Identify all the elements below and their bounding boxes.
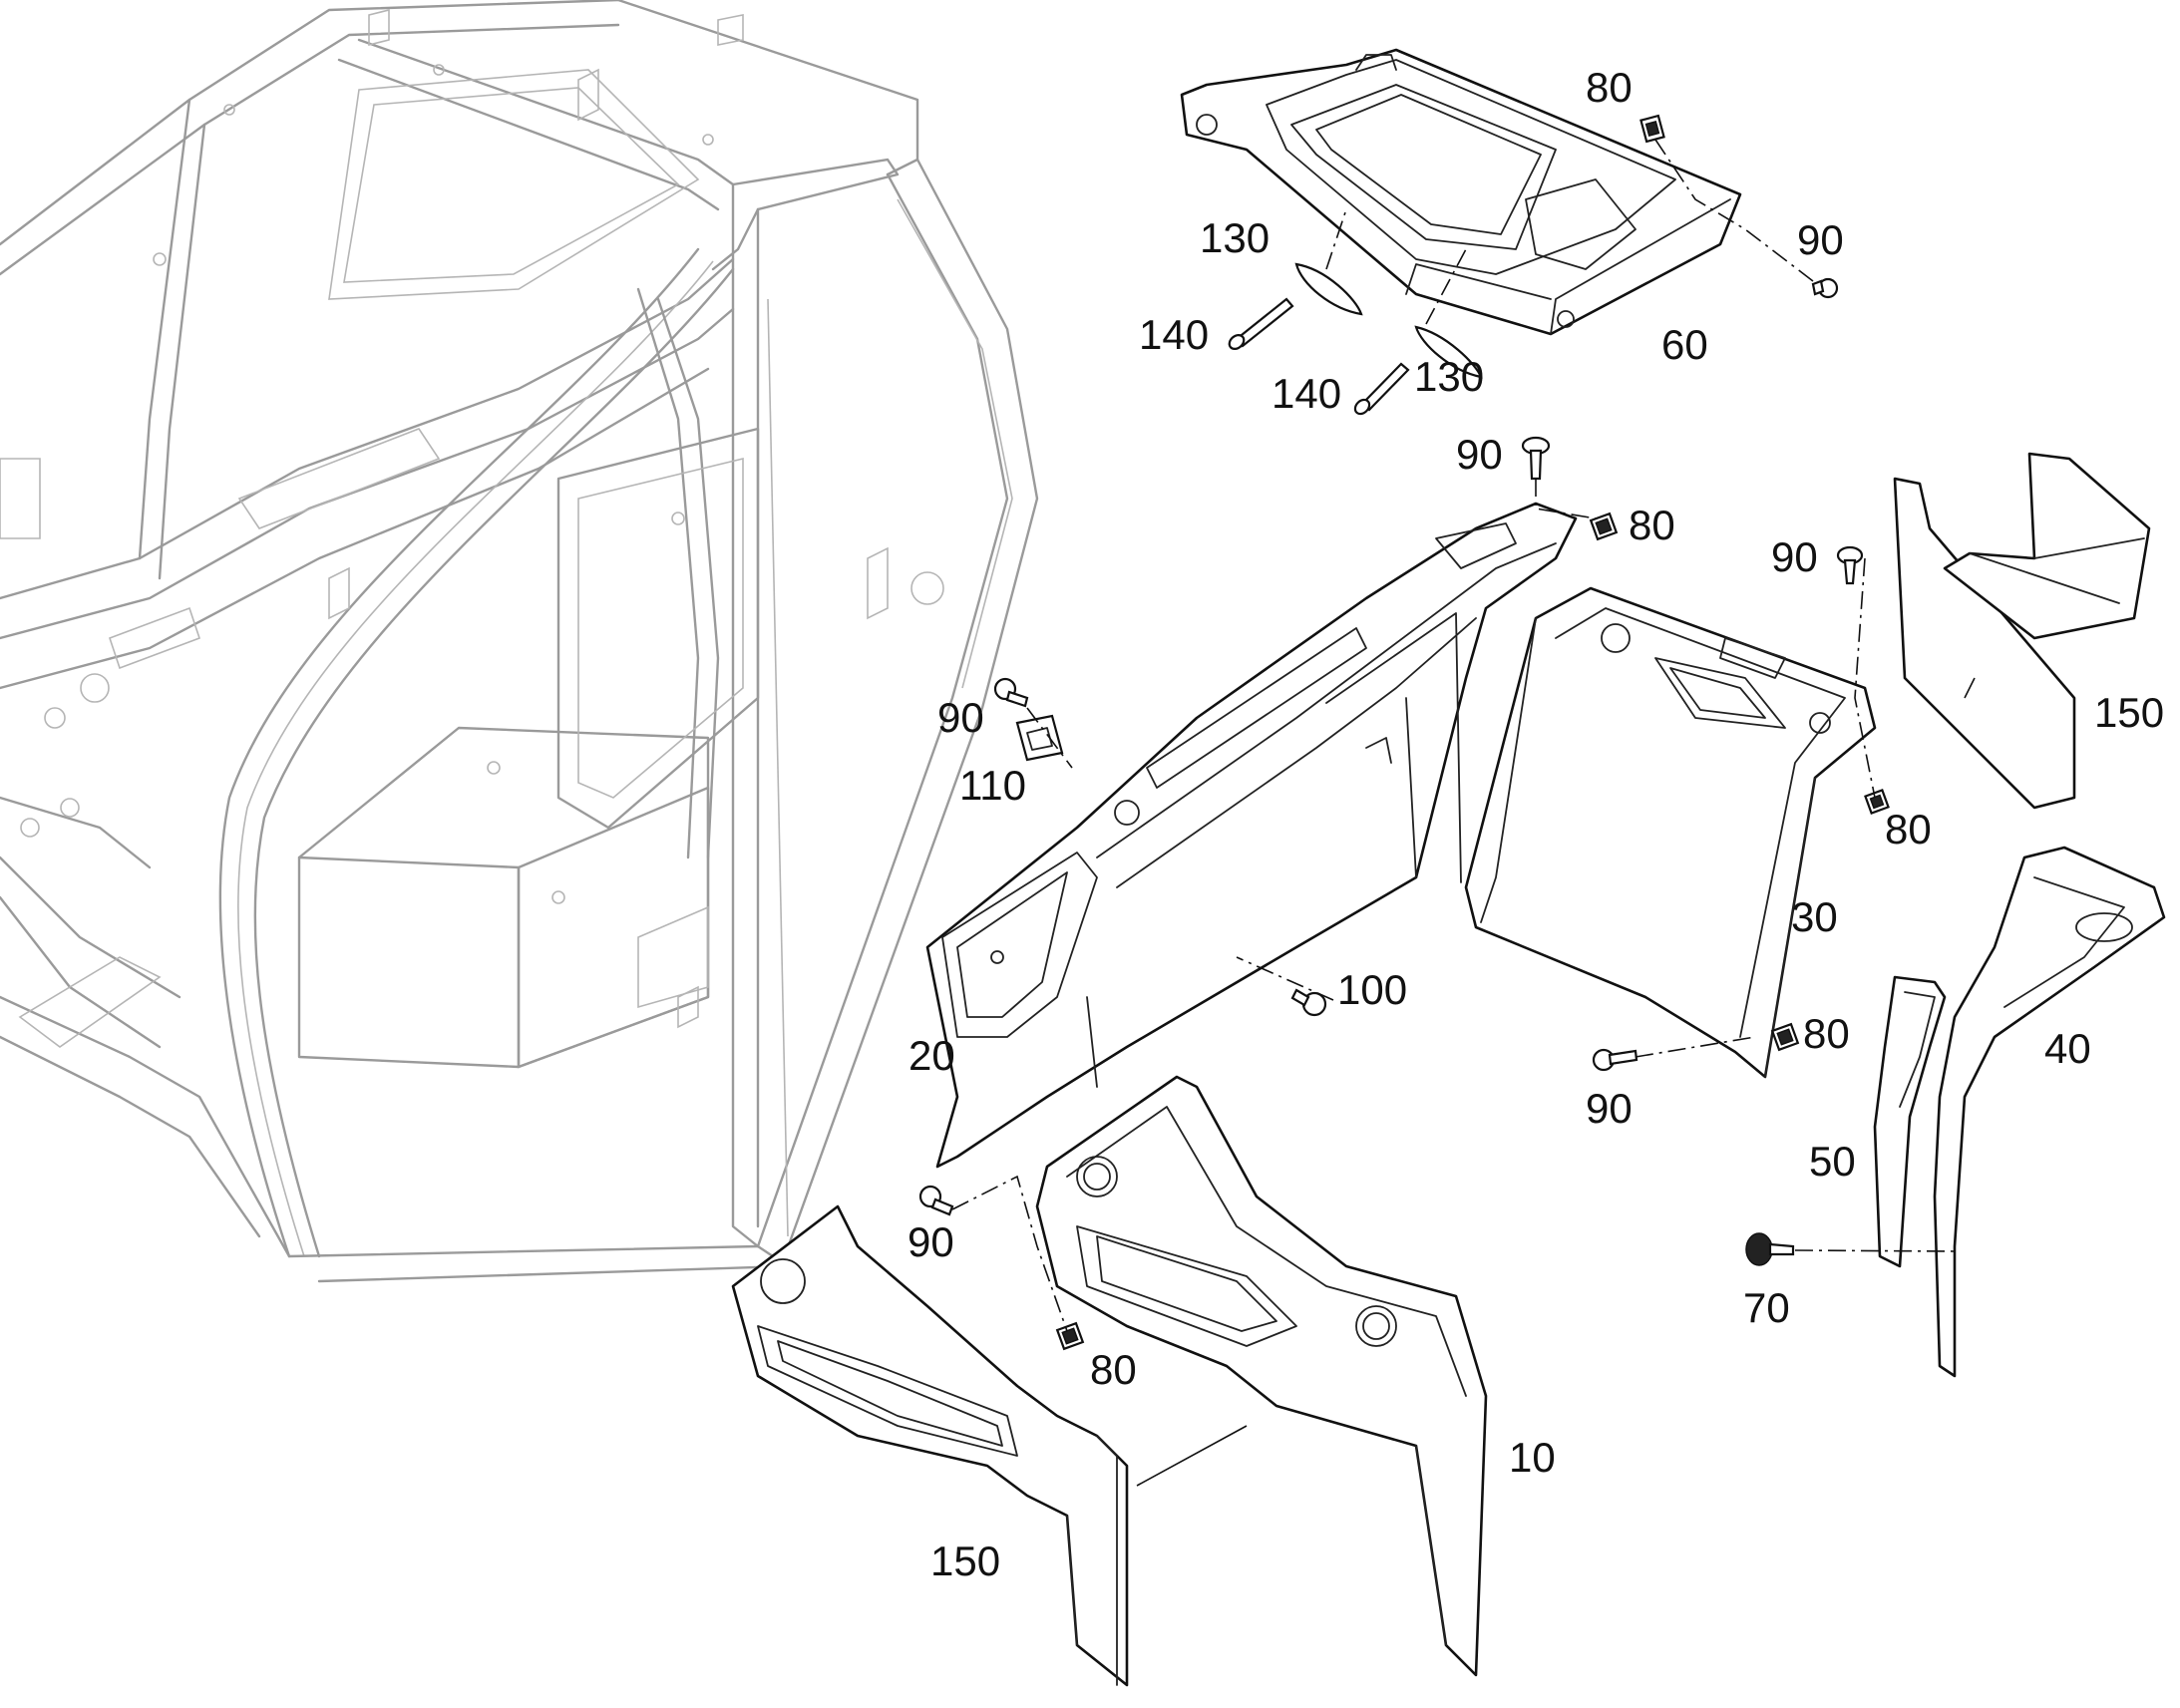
part-50-right-lower-trim [1873, 975, 1947, 1268]
cab-frame [0, 0, 1039, 1288]
callout-130: 130 [1414, 353, 1484, 400]
callout-80: 80 [1885, 806, 1932, 853]
callout-labels: 80 130 90 140 140 130 60 90 80 90 150 90… [908, 64, 2164, 1584]
screw-90-bottom [918, 1185, 954, 1216]
callout-40: 40 [2044, 1025, 2091, 1072]
leader-lines [951, 139, 1976, 1487]
clip-nut-80-low [1770, 1022, 1800, 1052]
part-40-right-side-trim [1933, 846, 2166, 1378]
clip-nut-80-top [1639, 114, 1665, 144]
bolt-140-b [1353, 362, 1410, 416]
callout-150: 150 [930, 1537, 1000, 1584]
bolt-140-a [1228, 297, 1294, 350]
callout-90: 90 [1456, 431, 1503, 478]
part-30-rear-center-panel [1464, 586, 1877, 1079]
part-150-lower-console-trim [731, 1204, 1129, 1687]
bracket-110 [1015, 714, 1064, 762]
part-150-right-flap [1893, 452, 2151, 810]
clip-nut-80-mid [1589, 512, 1619, 541]
screw-100 [1290, 988, 1327, 1017]
callout-90: 90 [1586, 1085, 1633, 1132]
callout-20: 20 [908, 1032, 955, 1079]
callout-80: 80 [1586, 64, 1633, 111]
callout-110: 110 [959, 762, 1026, 809]
screw-90-top [1811, 277, 1839, 299]
callout-130: 130 [1200, 214, 1270, 261]
screw-90-right [1836, 545, 1864, 585]
callout-80: 80 [1629, 502, 1675, 548]
callout-140: 140 [1272, 370, 1341, 417]
callout-140: 140 [1139, 311, 1209, 358]
callout-50: 50 [1809, 1138, 1856, 1185]
knob-70 [1745, 1232, 1795, 1266]
callout-30: 30 [1791, 893, 1838, 940]
part-20-left-trim-panel [925, 502, 1578, 1169]
seal-130-b [1414, 325, 1483, 379]
callout-90: 90 [937, 694, 984, 741]
screw-90-mid [1521, 436, 1551, 481]
callout-150: 150 [2094, 689, 2164, 736]
part-10-lower-dash-trim [1035, 1075, 1488, 1677]
callout-90: 90 [1797, 216, 1844, 263]
part-60-roof-console [1180, 48, 1742, 336]
clip-nut-80-bottom [1055, 1321, 1085, 1351]
screw-90-left [993, 677, 1029, 708]
screw-90-low [1592, 1048, 1638, 1072]
callout-90: 90 [908, 1218, 954, 1265]
callout-70: 70 [1743, 1284, 1790, 1331]
callout-60: 60 [1661, 321, 1708, 368]
callout-80: 80 [1090, 1346, 1137, 1393]
callout-10: 10 [1509, 1434, 1556, 1481]
callout-80: 80 [1803, 1010, 1850, 1057]
callout-100: 100 [1337, 966, 1407, 1013]
seal-130-a [1294, 262, 1363, 316]
callout-90: 90 [1771, 533, 1818, 580]
